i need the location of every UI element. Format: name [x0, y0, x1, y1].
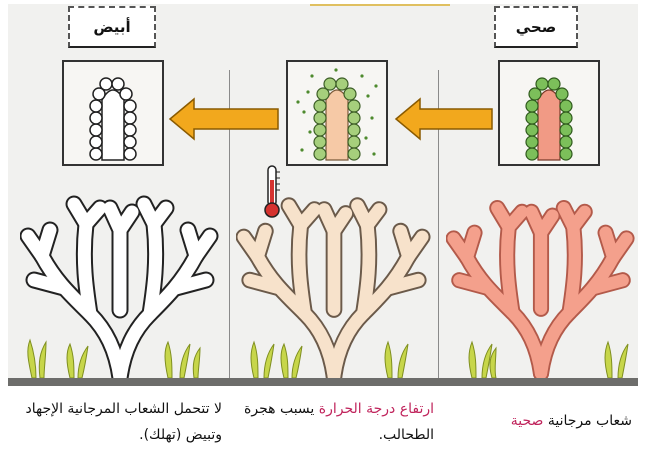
caption-healthy-highlight: صحية — [511, 413, 544, 429]
polyp-healthy-drawing — [500, 62, 598, 164]
seafloor — [8, 378, 638, 386]
caption-heat: ارتفاع درجة الحرارة يسبب هجرة الطحالب. — [236, 396, 434, 448]
arrow-left-icon — [394, 96, 494, 142]
arrow-left-icon — [168, 96, 280, 142]
polyp-bleached-thumbnail — [62, 60, 164, 166]
polyp-bleached-drawing — [64, 62, 162, 164]
caption-bleached-text: لا تتحمل الشعاب المرجانية الإجهاد وتبيض … — [26, 401, 223, 443]
polyp-heat-drawing — [288, 62, 386, 164]
caption-bleached: لا تتحمل الشعاب المرجانية الإجهاد وتبيض … — [16, 396, 222, 448]
tab-healthy-label: صحي — [516, 18, 556, 36]
seaweed-row — [8, 330, 638, 380]
caption-heat-highlight: ارتفاع درجة الحرارة — [319, 401, 434, 417]
tab-bleached: أبيض — [68, 6, 156, 48]
tab-healthy: صحي — [494, 6, 578, 48]
tab-bleached-label: أبيض — [93, 18, 130, 36]
caption-healthy: شعاب مرجانية صحية — [446, 408, 632, 434]
polyp-heat-thumbnail — [286, 60, 388, 166]
caption-healthy-prefix: شعاب مرجانية — [543, 413, 632, 429]
polyp-healthy-thumbnail — [498, 60, 600, 166]
top-border-line — [310, 4, 450, 6]
